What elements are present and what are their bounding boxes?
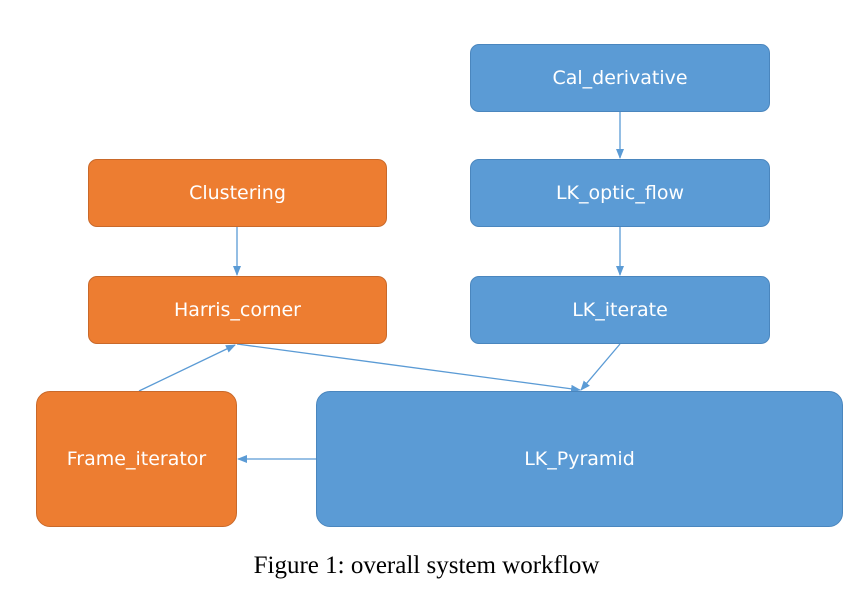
node-lk-pyramid: LK_Pyramid (316, 391, 843, 527)
node-harris-corner: Harris_corner (88, 276, 387, 344)
edge-lk-iterate-to-lk-pyramid (580, 343, 621, 391)
node-label: LK_optic_flow (555, 182, 685, 204)
node-label: Harris_corner (174, 299, 301, 321)
node-label: LK_Pyramid (524, 448, 635, 470)
node-label: LK_iterate (572, 299, 668, 321)
node-cal-derivative: Cal_derivative (470, 44, 770, 112)
edge-harris-corner-to-lk-pyramid (236, 343, 581, 393)
figure-caption: Figure 1: overall system workflow (253, 552, 600, 579)
node-label: Frame_iterator (66, 448, 207, 470)
edge-frame-iterator-to-harris-corner (138, 344, 236, 392)
node-lk-optic-flow: LK_optic_flow (470, 159, 770, 227)
node-frame-iterator: Frame_iterator (36, 391, 237, 527)
node-lk-iterate: LK_iterate (470, 276, 770, 344)
node-clustering: Clustering (88, 159, 387, 227)
node-label: Cal_derivative (552, 67, 688, 89)
node-label: Clustering (189, 182, 286, 204)
